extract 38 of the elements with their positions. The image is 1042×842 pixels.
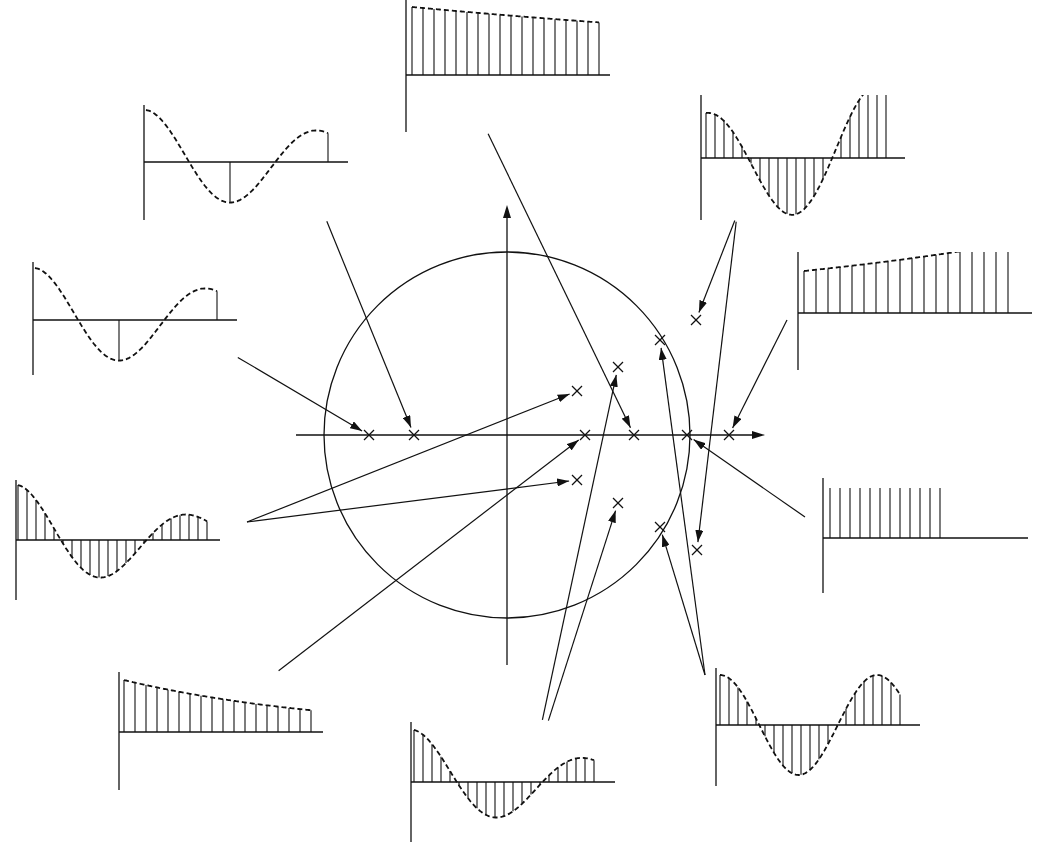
stem-plot-drawing: [797, 252, 1032, 370]
pole-cross-mark: [691, 544, 703, 556]
stem-plot-drawing: [118, 672, 323, 790]
arrow: [547, 510, 617, 722]
arrow: [698, 219, 736, 314]
stem-plot-drawing: [715, 668, 920, 786]
pole-cross-mark: [579, 429, 591, 441]
arrow: [246, 478, 570, 523]
stem-plot-drawing: [15, 480, 220, 600]
pole-cross-mark: [681, 429, 693, 441]
pole-cross-mark: [408, 429, 420, 441]
stem-plot-drawing: [143, 105, 348, 220]
arrow: [693, 439, 806, 518]
pole-cross-mark: [628, 429, 640, 441]
pole-cross-mark: [363, 429, 375, 441]
stem-plot-drawing: [405, 0, 610, 132]
pole-cross-mark: [571, 385, 583, 397]
stem-plot-drawing: [700, 95, 905, 220]
pole-cross-mark: [612, 497, 624, 509]
stem-plot-drawing: [32, 262, 237, 375]
pole-cross-mark: [571, 474, 583, 486]
arrow: [732, 319, 788, 429]
arrow: [326, 220, 412, 429]
arrow: [541, 374, 618, 721]
pole-cross-mark: [654, 521, 666, 533]
pole-cross-mark: [612, 361, 624, 373]
pole-cross-mark: [723, 429, 735, 441]
pole-cross-mark: [690, 314, 702, 326]
stem-plot-drawing: [822, 478, 1030, 593]
arrow: [487, 133, 632, 429]
arrow: [278, 439, 580, 672]
arrow: [246, 393, 571, 523]
arrow: [661, 534, 706, 676]
arrow: [658, 347, 706, 676]
arrow: [237, 356, 363, 432]
stem-plot-drawing: [410, 722, 615, 842]
pole-cross-mark: [654, 334, 666, 346]
arrow: [695, 221, 737, 543]
